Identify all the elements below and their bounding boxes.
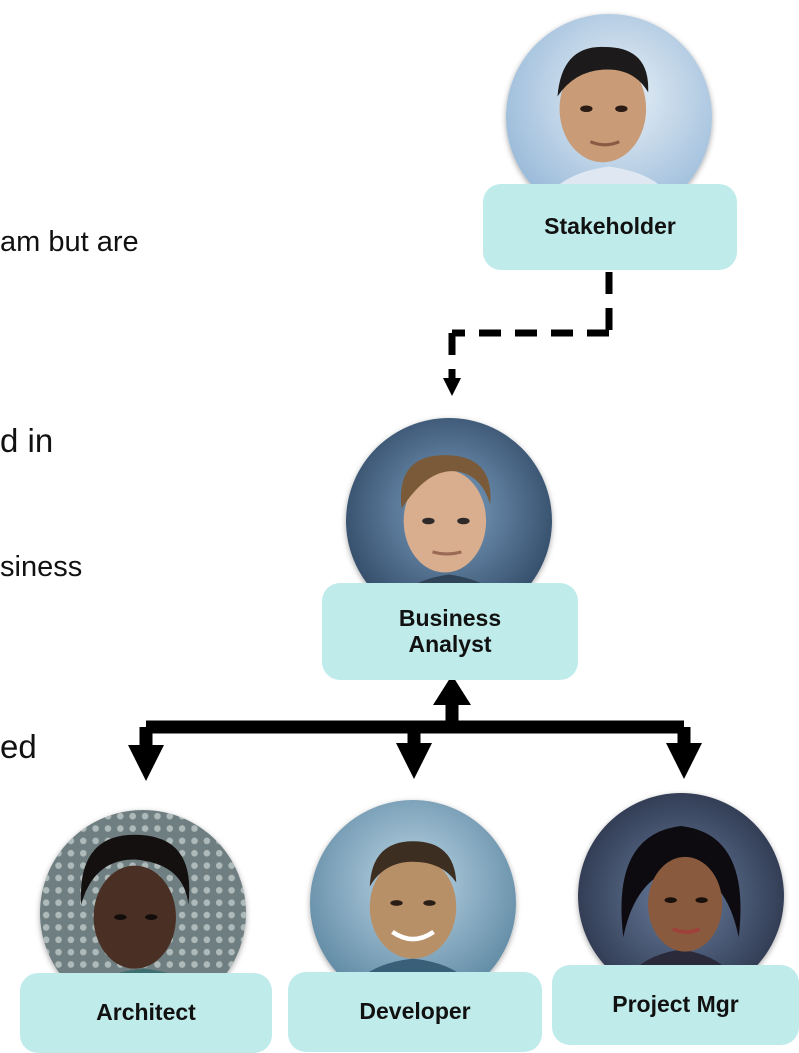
person-icon: [578, 793, 784, 999]
text-fragment: am but are: [0, 226, 139, 258]
project-mgr-label: Project Mgr: [552, 965, 799, 1045]
dashed-arrowhead: [443, 378, 461, 396]
business-analyst-label: Business Analyst: [322, 583, 578, 680]
stakeholder-label: Stakeholder: [483, 184, 737, 270]
down-arrowhead-pm: [666, 743, 702, 779]
text-fragment: d in: [0, 422, 54, 459]
dashed-connector: [448, 272, 613, 378]
down-arrowhead-developer: [396, 743, 432, 779]
developer-label: Developer: [288, 972, 542, 1052]
architect-label: Architect: [20, 973, 272, 1053]
developer-label-text: Developer: [359, 998, 471, 1025]
text-fragment: ed: [0, 728, 37, 765]
solid-connector: [139, 695, 691, 746]
up-arrowhead: [433, 675, 471, 705]
business-analyst-label-line1: Business: [398, 605, 502, 632]
stakeholder-label-text: Stakeholder: [544, 213, 676, 240]
down-arrowhead-architect: [128, 745, 164, 781]
project-mgr-portrait: [578, 793, 784, 999]
text-fragment: siness: [0, 551, 83, 583]
project-mgr-label-text: Project Mgr: [612, 991, 739, 1018]
architect-label-text: Architect: [96, 999, 196, 1026]
business-analyst-label-line2: Analyst: [408, 630, 492, 657]
